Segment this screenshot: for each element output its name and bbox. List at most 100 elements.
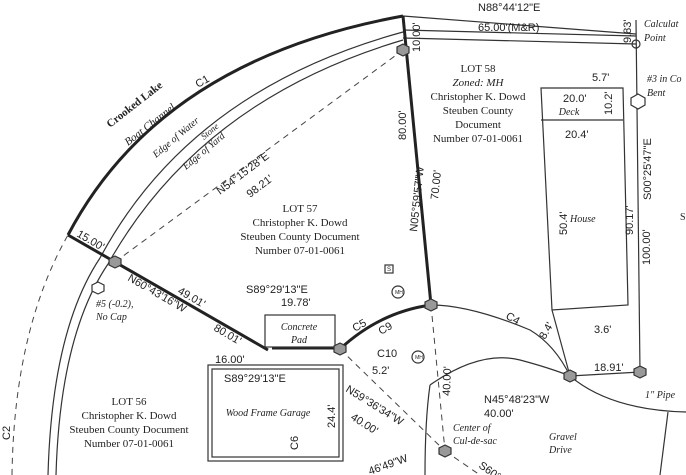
center-label-2: Cul-de-sac <box>453 436 497 447</box>
found-pin-marker <box>91 281 105 295</box>
lot57-owner: Christopher K. Dowd <box>252 217 348 229</box>
bearing-s60: S60° <box>476 460 503 475</box>
calculated-point-icon <box>631 39 641 49</box>
pin5-label-2: No Cap <box>95 312 127 323</box>
garage-label: Wood Frame Garage <box>226 408 311 419</box>
dist-4000b: 40.00' <box>441 366 454 396</box>
dist-1500: 15.00' <box>75 228 107 253</box>
curve-c2 <box>47 257 101 475</box>
pipe-label: 1" Pipe <box>645 390 676 401</box>
manhole-label: MH <box>415 355 423 361</box>
dist-10000: 100.00' <box>641 229 653 265</box>
center-label-1: Center of <box>453 423 492 434</box>
lot58-number: Number 07-01-0061 <box>433 133 523 145</box>
lot58-title: LOT 58 <box>461 63 496 75</box>
survey-marker <box>333 342 347 356</box>
calc-label-2: Point <box>643 33 666 44</box>
concrete-pad <box>264 314 336 348</box>
curve-c4 <box>430 304 571 377</box>
lot57-county: Steuben County Document <box>240 231 359 243</box>
manhole-icon <box>411 350 425 364</box>
north-line-inner <box>402 29 637 37</box>
lot56-county: Steuben County Document <box>69 424 188 436</box>
sewer-box-icon <box>384 264 394 274</box>
dist-200: 20.0' <box>563 93 587 105</box>
dist-4000a: 40.00' <box>348 411 379 437</box>
dist-1978: 19.78' <box>281 297 311 309</box>
dist-244: 24.4' <box>326 404 338 428</box>
curve-label-c10: C10 <box>377 348 397 360</box>
radius-line-3 <box>444 450 481 475</box>
north-bearing: N88°44'12"E <box>478 2 540 14</box>
dist-52: 5.2' <box>372 365 389 377</box>
tie-line-1891 <box>569 371 641 377</box>
dist-102: 10.2' <box>603 91 615 115</box>
manhole-icon <box>391 285 405 299</box>
lot58-zoned: Zoned: MH <box>452 77 504 89</box>
curve-label-c6: C6 <box>289 436 301 450</box>
north-line <box>402 15 637 35</box>
dist-1891: 18.91' <box>594 362 624 374</box>
bearing-s89b: S89°29'13"E <box>224 373 286 385</box>
bearing-s49: 46'49"W <box>367 452 410 475</box>
dist-4000c: 40.00' <box>484 408 514 420</box>
curve-c5 <box>338 303 432 351</box>
curve-label-c1: C1 <box>194 73 212 90</box>
dist-9821: 98.21' <box>245 173 276 200</box>
lot56-title: LOT 56 <box>112 396 147 408</box>
survey-marker <box>438 444 452 458</box>
edge-s-label: S <box>680 212 686 223</box>
dist-57: 5.7' <box>592 72 609 84</box>
pad-label: Pad <box>290 335 308 346</box>
dist-983: 9.83' <box>622 19 634 43</box>
radius-line-1 <box>430 304 446 452</box>
road-edge <box>429 357 686 413</box>
bearing-n45: N45°48'23"W <box>484 394 550 406</box>
east-line <box>635 19 641 373</box>
house <box>540 87 629 311</box>
dist-36: 3.6' <box>594 324 611 336</box>
lot58-owner: Christopher K. Dowd <box>430 91 526 103</box>
deck-label: Deck <box>558 107 580 118</box>
dist-84: 8.4' <box>537 320 556 341</box>
lot58-doc: Document <box>455 119 501 131</box>
pin5-label-1: #5 (-0.2), <box>96 299 134 310</box>
concrete-label: Concrete <box>281 322 318 333</box>
survey-marker <box>633 365 647 379</box>
pin3-label-1: #3 in Co <box>647 74 681 85</box>
gravel-label-2: Drive <box>548 445 572 456</box>
road-edge-west <box>424 384 431 475</box>
gravel-label-1: Gravel <box>549 432 577 443</box>
dist-9017: 90.17' <box>624 205 636 235</box>
curve-c2-dashed <box>11 234 69 475</box>
lot57-number: Number 07-01-0061 <box>255 245 345 257</box>
dist-1000: 10.00' <box>411 22 423 52</box>
tie-line-84 <box>551 309 571 377</box>
pin3-label-2: Bent <box>647 88 666 99</box>
lot56-number: Number 07-01-0061 <box>84 438 174 450</box>
found-pin-marker <box>630 93 646 110</box>
bearing-line-n54 <box>114 49 404 263</box>
bearing-s89a: S89°29'13"E <box>246 284 308 296</box>
lot-line-56-57 <box>114 260 269 352</box>
edge-of-yard <box>107 39 404 265</box>
dist-504: 50.4' <box>558 211 570 235</box>
sewer-label: S <box>387 267 391 273</box>
lake-boundary-c1 <box>66 14 404 236</box>
survey-marker <box>424 298 438 312</box>
dist-1600: 16.00' <box>215 354 245 366</box>
garage-inner <box>211 368 340 458</box>
west-tie-line <box>67 233 116 264</box>
bearing-s00: S00°25'47"E <box>642 138 654 200</box>
manhole-label: MH <box>395 290 403 296</box>
north-distance: 65.00'(M&R) <box>478 22 539 34</box>
lot56-owner: Christopher K. Dowd <box>81 410 177 422</box>
dist-7000: 70.00' <box>429 170 444 201</box>
lot57-title: LOT 57 <box>283 203 318 215</box>
road-edge-east <box>659 411 669 475</box>
survey-marker <box>396 43 410 57</box>
lot-line-57-58 <box>401 15 433 306</box>
curve-label-c5: C5 <box>351 317 369 334</box>
curve-label-c2: C2 <box>1 426 13 440</box>
